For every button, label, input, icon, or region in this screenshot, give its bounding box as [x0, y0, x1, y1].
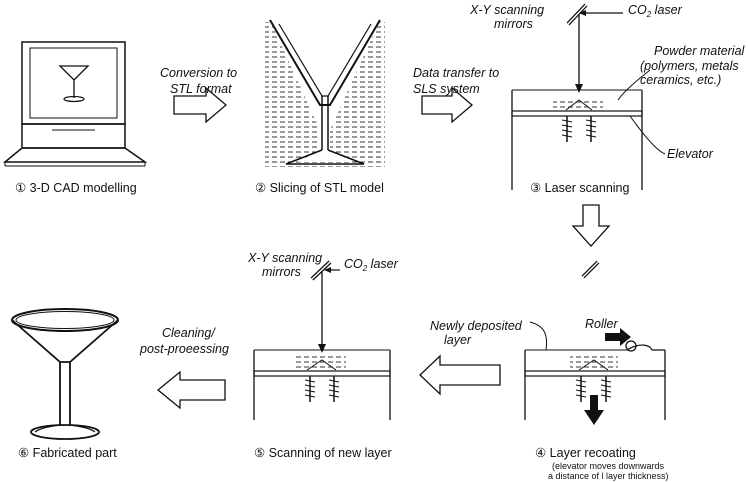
transition3-line1: Cleaning/ [162, 326, 216, 340]
right-arrow-icon [421, 86, 474, 124]
mirrors-label-line1: X-Y scanning [469, 3, 544, 17]
step4-note-line1: (elevator moves downwards [552, 461, 665, 471]
left-arrow-icon [419, 354, 501, 396]
elevator-leader [629, 115, 666, 155]
transition1-line1: Conversion to [160, 66, 237, 80]
newly-leader [529, 321, 548, 351]
mirrors2-label-line1: X-Y scanning [247, 251, 322, 265]
fabricated-goblet-icon [11, 308, 119, 440]
step1-label: ① 3-D CAD modelling [15, 181, 137, 195]
mirrors-label-line2: mirrors [494, 17, 533, 31]
transition1-line2: STL format [170, 82, 232, 96]
transition3-line2: post-proeessing [139, 342, 229, 356]
elevator-down-arrow [584, 395, 604, 425]
sliced-goblet-icon [265, 19, 385, 167]
left-arrow-icon [156, 370, 226, 410]
transition2-line1: Data transfer to [413, 66, 499, 80]
powder-label-line2: (polymers, metals [640, 59, 739, 73]
newly-deposited-line2: layer [444, 333, 472, 347]
step2-label: ② Slicing of STL model [255, 181, 384, 195]
roller-label: Roller [585, 317, 618, 331]
newly-deposited-line1: Newly deposited [430, 319, 523, 333]
step4-label: ④ Layer recoating [535, 446, 636, 460]
mirrors2-label-line2: mirrors [262, 265, 301, 279]
powder-leader [617, 69, 651, 101]
elevator-label: Elevator [667, 147, 714, 161]
step4-note-line2: a distance of l layer thickness) [548, 471, 669, 481]
right-arrow-icon [173, 86, 228, 124]
powder-label-line3: ceramics, etc.) [640, 73, 721, 87]
transition2-line2: SLS system [413, 82, 480, 96]
powder-label-line1: Powder material [654, 44, 746, 58]
down-arrow-icon [571, 204, 611, 247]
scanning-chamber [253, 349, 391, 420]
co2-laser-label-bottom: CO2 laser [344, 257, 399, 273]
roller-direction-arrow [605, 328, 631, 346]
co2-laser-label-top: CO2 laser [628, 3, 683, 19]
recoating-chamber [524, 340, 666, 425]
step5-label: ⑤ Scanning of new layer [254, 446, 392, 460]
roller-icon [625, 340, 637, 352]
step3-label: ③ Laser scanning [530, 181, 630, 195]
sls-chamber [511, 89, 643, 190]
computer-icon [2, 41, 148, 167]
step6-label: ⑥ Fabricated part [18, 446, 117, 460]
